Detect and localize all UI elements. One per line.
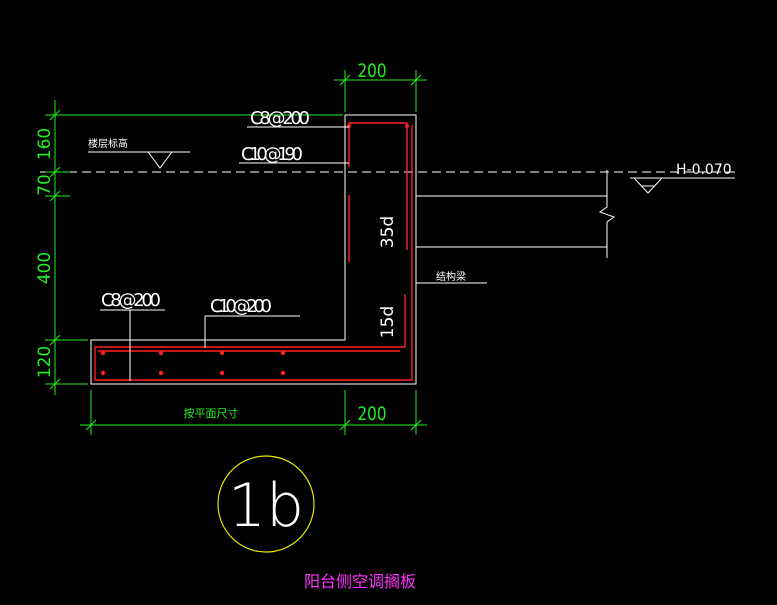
dim-plan-size: 按平面尺寸 — [184, 406, 239, 420]
label-top-stirrup: C8@200 — [250, 108, 310, 129]
note-elevation: H-0.070 — [676, 162, 732, 178]
label-wall-vertical: C10@190 — [241, 144, 303, 165]
dim-v-160: 160 — [35, 128, 55, 160]
dim-v-120: 120 — [35, 346, 55, 378]
note-floor-elevation: 楼层标高 — [88, 137, 128, 150]
leader-lines — [100, 126, 487, 381]
callout-label: 1b — [228, 471, 304, 541]
concrete-outline — [90, 114, 417, 385]
anchorage-15d: 15d — [378, 306, 398, 338]
anchorage-35d: 35d — [378, 216, 398, 248]
dim-bottom-width: 200 — [358, 403, 387, 425]
structural-beam-outline — [416, 170, 616, 258]
label-slab-distribution: C8@200 — [101, 290, 161, 311]
callout-circle — [217, 455, 315, 553]
drawing-title: 阳台侧空调搁板 — [304, 572, 416, 591]
dim-top-width: 200 — [358, 60, 387, 82]
label-slab-main: C10@200 — [210, 296, 272, 317]
section-callout: 1b — [217, 455, 315, 553]
rebar-lines — [94, 122, 413, 381]
note-structural-beam: 结构梁 — [436, 270, 466, 283]
left-vertical-dims: 160 70 400 120 — [35, 128, 55, 378]
dimension-lines — [45, 70, 427, 435]
dim-v-70: 70 — [35, 174, 55, 196]
dim-v-400: 400 — [35, 252, 55, 284]
elevation-marker-right — [630, 177, 735, 194]
elevation-marker-left — [88, 151, 190, 169]
